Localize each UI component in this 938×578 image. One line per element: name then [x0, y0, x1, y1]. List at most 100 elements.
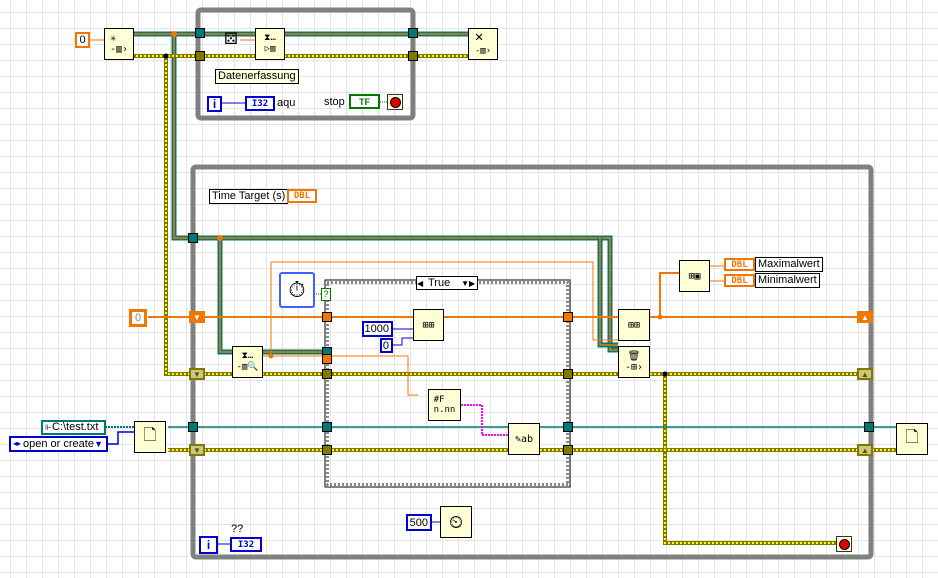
error-tunnel-in-top: [195, 51, 205, 61]
node-label: Datenerfassung: [215, 69, 299, 84]
file-operation-enum[interactable]: ◂▸ open or create ▼: [9, 436, 108, 452]
enum-increment-icon[interactable]: ◂▸: [13, 439, 22, 448]
subset-index-constant[interactable]: 0: [380, 338, 393, 353]
loop-condition-top[interactable]: [387, 94, 403, 110]
case-value: True: [428, 277, 451, 289]
shift-register-left-dbl[interactable]: ▼: [189, 311, 205, 323]
open-file-icon: 🗋: [143, 424, 157, 444]
time-target-type: DBL: [293, 191, 311, 201]
time-target-label: Time Target (s): [209, 189, 289, 204]
obtain-queue-icon: ✳-▥›: [109, 33, 129, 55]
shift-register-init-constant[interactable]: 0: [129, 309, 147, 327]
stop-icon: [389, 96, 401, 108]
close-file-icon: 🗋: [905, 426, 919, 446]
release-queue-node[interactable]: ✕-▥›: [468, 28, 498, 60]
case-tunnel-error-in: [322, 369, 332, 379]
iteration-indicator[interactable]: I32: [230, 537, 262, 552]
case-tunnel-file-in: [322, 422, 332, 432]
obtain-queue-node[interactable]: ✳-▥›: [104, 28, 134, 60]
error-tunnel-out-top: [408, 51, 418, 61]
max-label: Maximalwert: [755, 257, 823, 272]
indicator-type: I32: [251, 98, 269, 109]
iteration-indicator-label: ??: [231, 523, 244, 535]
min-label: Minimalwert: [755, 273, 820, 288]
iteration-main-label: i: [206, 538, 211, 552]
max-indicator[interactable]: DBL: [724, 258, 755, 271]
shift-register-left-error[interactable]: ▼: [189, 368, 205, 380]
case-dropdown-arrow[interactable]: ▼: [461, 278, 469, 288]
case-tunnel-elements-in: [322, 354, 332, 364]
file-path-constant[interactable]: ⊩C:\test.txt: [41, 420, 106, 435]
wait-node[interactable]: ⏲: [440, 506, 472, 538]
case-prev-arrow[interactable]: ◀: [417, 278, 424, 288]
flush-queue-node[interactable]: 🗑-⊞›: [618, 346, 650, 378]
queue-refnum-wire[interactable]: [132, 31, 622, 355]
loop-condition-main[interactable]: [836, 536, 852, 552]
enqueue-icon: ⧗…▷▥: [264, 33, 276, 54]
array-max-min-node[interactable]: ⊞▣: [679, 260, 710, 292]
case-selector-terminal[interactable]: ?: [321, 288, 331, 301]
enqueue-node[interactable]: ⧗…▷▥: [255, 28, 285, 60]
release-queue-icon: ✕-▥›: [474, 29, 492, 56]
iteration-terminal-main: i: [199, 536, 218, 554]
shift-register-right-error-2[interactable]: ▲: [857, 444, 873, 456]
case-selector-label[interactable]: ◀ True ▼ ▶: [416, 276, 478, 290]
queue-size-constant[interactable]: 0: [75, 32, 90, 48]
enum-dropdown-arrow[interactable]: ▼: [94, 439, 103, 449]
max-type: DBL: [731, 259, 748, 270]
flush-queue-icon: 🗑-⊞›: [624, 351, 644, 373]
open-file-node[interactable]: 🗋: [134, 421, 166, 453]
write-text-file-node[interactable]: ✎ab: [508, 423, 540, 455]
stop-control[interactable]: TF: [349, 94, 380, 109]
case-tunnel-error2-in: [322, 445, 332, 455]
array-max-min-icon: ⊞▣: [688, 270, 701, 282]
min-indicator[interactable]: DBL: [724, 274, 755, 287]
time-target-indicator[interactable]: DBL: [287, 189, 317, 203]
queue-tunnel-out-top: [408, 28, 418, 38]
top-while-loop[interactable]: [195, 7, 416, 121]
iteration-terminal-top: i: [207, 96, 222, 112]
index-value: 0: [382, 339, 389, 352]
wait-ms-value: 500: [409, 516, 428, 529]
elements-wire[interactable]: [270, 261, 618, 356]
queue-tunnel-in-top: [195, 28, 205, 38]
aqu-indicator[interactable]: I32: [245, 96, 275, 111]
aqu-label: aqu: [277, 97, 296, 109]
case-tunnel-error-out: [563, 369, 573, 379]
subset-length-constant[interactable]: 1000: [362, 321, 393, 337]
file-path-value: C:\test.txt: [51, 421, 99, 433]
shift-register-right-dbl[interactable]: ▲: [857, 311, 873, 323]
case-tunnel-dbl-in: [322, 312, 332, 322]
array-subset-node[interactable]: ⊞⊞: [413, 309, 444, 341]
case-structure[interactable]: [324, 279, 571, 488]
selector-value: ?: [323, 289, 329, 299]
init-value: 0: [134, 312, 142, 324]
case-tunnel-file-out: [563, 422, 573, 432]
path-icon: ⊩: [45, 423, 52, 432]
case-tunnel-error2-out: [563, 445, 573, 455]
dequeue-node[interactable]: ⧗…-▥🔍: [232, 346, 263, 378]
array-subset-icon: ⊞⊞: [422, 319, 435, 331]
elapsed-time-node[interactable]: ⏱: [279, 272, 315, 308]
stop-control-type: TF: [359, 96, 370, 107]
stop-icon-main: [838, 538, 850, 550]
close-file-node[interactable]: 🗋: [896, 423, 928, 455]
file-operation-value: open or create: [23, 438, 94, 450]
insert-array-icon: ⊞⊞: [627, 319, 641, 331]
dice-icon[interactable]: ⚄: [224, 31, 238, 48]
case-next-arrow[interactable]: ▶: [469, 278, 476, 288]
insert-array-node[interactable]: ⊞⊞: [618, 309, 650, 341]
string-wire[interactable]: [461, 404, 510, 436]
error-wire[interactable]: [132, 53, 896, 545]
main-while-loop[interactable]: [190, 164, 874, 560]
enum-wire[interactable]: [108, 431, 134, 445]
shift-register-left-error-2[interactable]: ▼: [189, 444, 205, 456]
queue-tunnel-main: [188, 233, 198, 243]
file-tunnel-out: [864, 422, 874, 432]
stopwatch-icon: ⏱: [288, 277, 306, 302]
shift-register-right-error[interactable]: ▲: [857, 368, 873, 380]
wait-ms-constant[interactable]: 500: [406, 514, 432, 531]
